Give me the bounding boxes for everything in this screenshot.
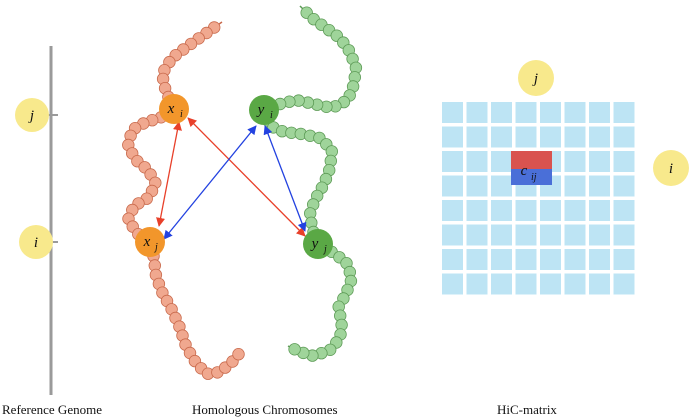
matrix-cell (466, 273, 488, 295)
matrix-cell (466, 151, 488, 172)
matrix-cell (540, 102, 561, 123)
matrix-cell (466, 126, 488, 148)
matrix-cell (442, 249, 463, 270)
matrix-cell (589, 249, 610, 270)
matrix-cell (589, 200, 610, 221)
matrix-cell (564, 200, 586, 221)
locus-i-badge: i (19, 225, 53, 259)
node-x-i-base: x (167, 101, 175, 117)
locus-i-label: i (34, 235, 38, 251)
locus-j-badge: j (15, 98, 49, 132)
matrix-row-label: i (669, 161, 673, 177)
matrix-cell (515, 273, 537, 295)
matrix-col-badge-j: j (518, 60, 554, 96)
hic-cell-label-sub: ij (531, 172, 537, 183)
matrix-cell (491, 249, 512, 270)
matrix-cell (540, 224, 561, 246)
matrix-cell (466, 224, 488, 246)
reference-genome-panel: j i Reference Genome (2, 46, 102, 417)
matrix-cell (491, 224, 512, 246)
hic-highlight-cell: c ij (511, 151, 552, 185)
node-y-j-sub: j (322, 244, 327, 255)
matrix-cell (442, 175, 463, 197)
homologous-caption: Homologous Chromosomes (192, 402, 338, 417)
node-y-j: y j (303, 229, 333, 259)
matrix-cell (540, 273, 561, 295)
node-x-j-base: x (143, 234, 151, 250)
matrix-cell (442, 126, 463, 148)
matrix-cell (466, 200, 488, 221)
matrix-cell (466, 102, 488, 123)
matrix-cell (613, 224, 635, 246)
reference-genome-caption: Reference Genome (2, 402, 102, 417)
matrix-col-label: j (532, 71, 538, 87)
matrix-cell (613, 151, 635, 172)
node-y-i: y i (249, 95, 279, 125)
matrix-cell (491, 151, 512, 172)
node-x-j: x j (135, 227, 165, 257)
hic-matrix-grid (442, 102, 635, 295)
matrix-cell (564, 249, 586, 270)
matrix-cell (466, 175, 488, 197)
chromosome-y-chain (258, 5, 363, 362)
matrix-cell (540, 249, 561, 270)
matrix-cell (589, 102, 610, 123)
locus-j-label: j (28, 108, 34, 124)
chain-bead (232, 348, 245, 361)
matrix-cell (442, 102, 463, 123)
matrix-cell (589, 126, 610, 148)
matrix-cell (589, 273, 610, 295)
matrix-cell (442, 200, 463, 221)
matrix-cell (589, 151, 610, 172)
matrix-cell (540, 200, 561, 221)
matrix-cell (515, 126, 537, 148)
matrix-cell (564, 151, 586, 172)
node-x-i: x i (159, 94, 189, 124)
chain-bead (288, 343, 301, 356)
matrix-row-badge-i: i (653, 150, 689, 186)
homologous-panel: x i x j y i y j Homologous Chromosomes (122, 5, 363, 417)
matrix-cell (613, 175, 635, 197)
matrix-cell (491, 126, 512, 148)
node-y-i-base: y (256, 102, 265, 118)
matrix-cell (442, 224, 463, 246)
matrix-cell (466, 249, 488, 270)
arrow-yi-xj (163, 125, 257, 240)
matrix-cell (540, 126, 561, 148)
hic-cell-label-base: c (521, 163, 528, 179)
matrix-cell (613, 273, 635, 295)
matrix-cell (564, 273, 586, 295)
chromosome-x-chain (122, 21, 245, 380)
matrix-cell (491, 200, 512, 221)
matrix-cell (491, 175, 512, 197)
node-x-i-sub: i (180, 109, 183, 120)
matrix-cell (613, 200, 635, 221)
matrix-cell (491, 273, 512, 295)
matrix-cell (564, 102, 586, 123)
matrix-cell (515, 249, 537, 270)
node-y-i-sub: i (270, 110, 273, 121)
matrix-cell (515, 102, 537, 123)
hic-matrix-panel: c ij j i HiC-matrix (442, 60, 689, 417)
arrow-xi-xj (156, 121, 182, 227)
matrix-cell (589, 224, 610, 246)
matrix-cell (589, 175, 610, 197)
node-y-j-base: y (310, 236, 319, 252)
matrix-cell (564, 224, 586, 246)
matrix-cell (564, 175, 586, 197)
matrix-cell (442, 151, 463, 172)
matrix-cell (613, 126, 635, 148)
arrow-yi-yj (263, 125, 307, 232)
matrix-cell (613, 102, 635, 123)
hic-matrix-caption: HiC-matrix (497, 402, 557, 417)
matrix-cell (442, 273, 463, 295)
matrix-cell (564, 126, 586, 148)
matrix-cell (613, 249, 635, 270)
matrix-cell (515, 200, 537, 221)
matrix-cell (515, 224, 537, 246)
node-x-j-sub: j (153, 242, 158, 253)
matrix-cell (491, 102, 512, 123)
